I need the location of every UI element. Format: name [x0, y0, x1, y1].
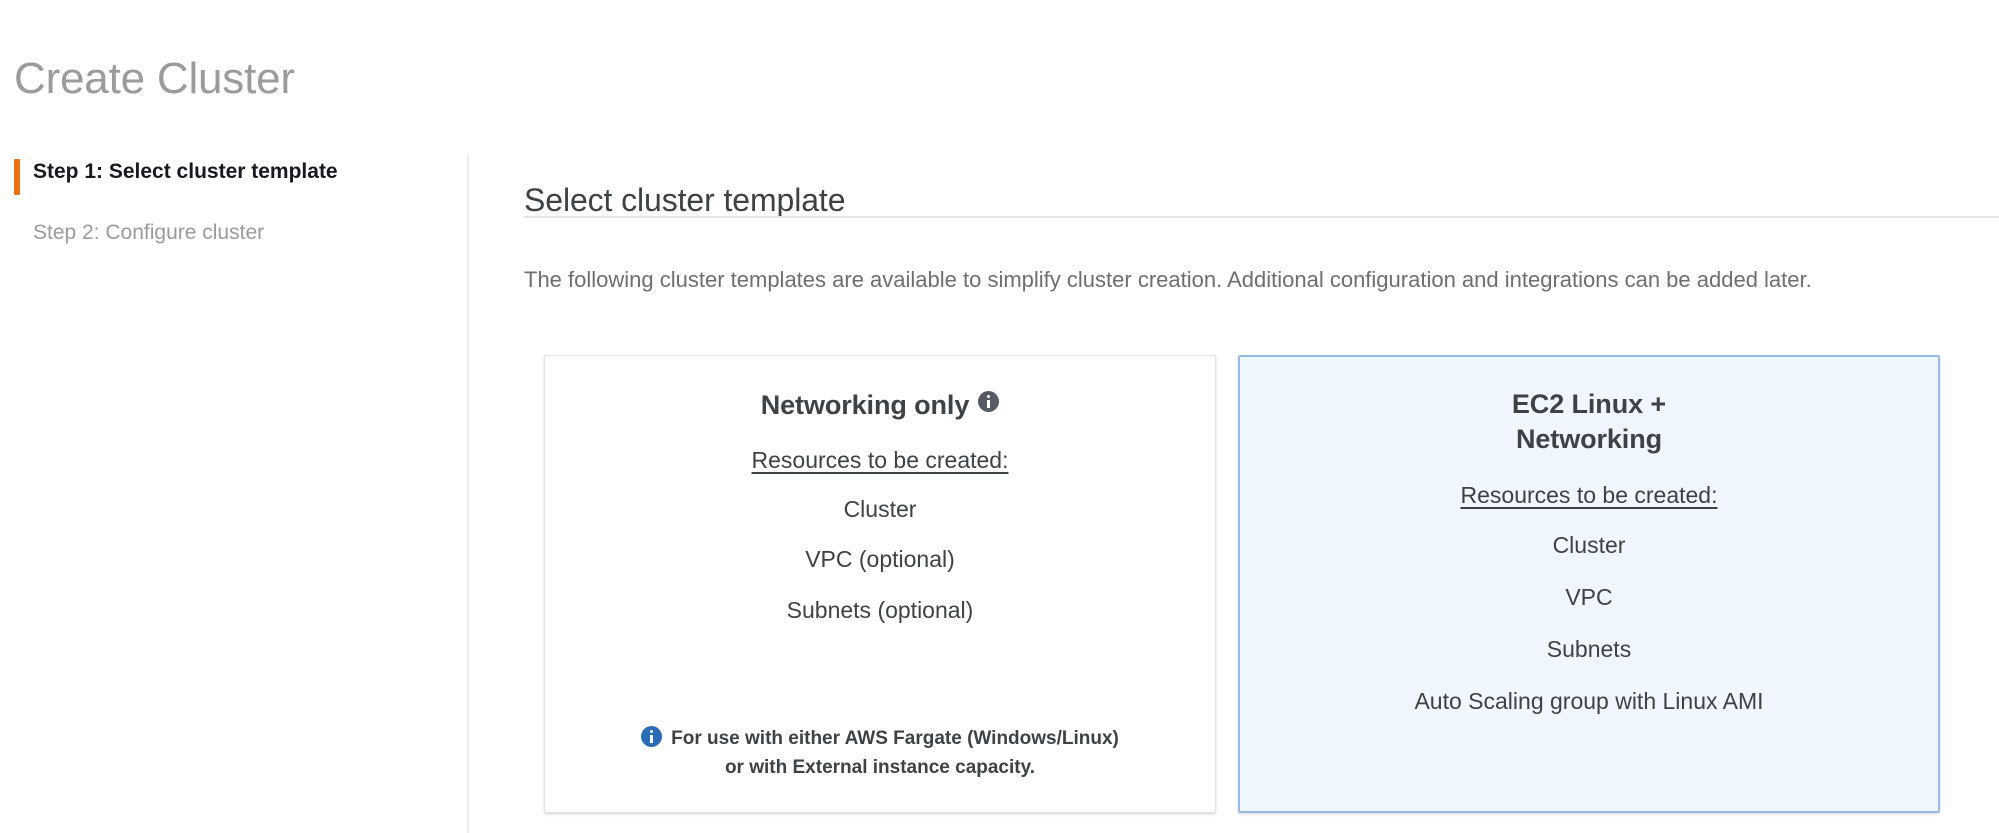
- step-1-label: Step 1: Select cluster template: [33, 160, 338, 183]
- vertical-divider: [467, 155, 469, 833]
- card-title-ec2-linux-networking: EC2 Linux + Networking: [1280, 387, 1898, 456]
- card-title-line-1: EC2 Linux +: [1511, 389, 1667, 419]
- card-title-line-2: Networking: [1515, 423, 1662, 454]
- step-2-label: Step 2: Configure cluster: [33, 221, 265, 245]
- section-description: The following cluster templates are avai…: [524, 267, 1812, 292]
- section-title: Select cluster template: [524, 181, 846, 218]
- template-card-networking-only[interactable]: Networking only Resources to be created:…: [544, 355, 1216, 813]
- info-icon[interactable]: [978, 391, 1000, 412]
- template-card-ec2-linux-networking[interactable]: EC2 Linux + Networking Resources to be c…: [1238, 355, 1940, 813]
- sidebar-item-step-1[interactable]: Step 1: Select cluster template: [0, 158, 468, 195]
- card-title-text: Networking only: [760, 390, 970, 420]
- resource-item: Cluster: [843, 495, 917, 522]
- resource-item: Subnets: [1546, 635, 1632, 662]
- resource-item: VPC (optional): [805, 546, 955, 573]
- card-note-line-1: For use with either AWS Fargate (Windows…: [671, 728, 1119, 749]
- resource-item: VPC: [1565, 583, 1613, 610]
- resource-item: Auto Scaling group with Linux AMI: [1414, 687, 1764, 714]
- card-note-line-2: or with External instance capacity.: [724, 756, 1036, 778]
- wizard-step-nav: Step 1: Select cluster template Step 2: …: [0, 150, 468, 833]
- card-note-networking-only: For use with either AWS Fargate (Windows…: [581, 725, 1179, 782]
- page-title: Create Cluster: [14, 54, 295, 104]
- resource-item: Subnets (optional): [786, 597, 974, 624]
- card-title-networking-only: Networking only: [585, 388, 1175, 423]
- sidebar-item-step-2[interactable]: Step 2: Configure cluster: [0, 219, 468, 246]
- resources-label: Resources to be created:: [1460, 482, 1718, 509]
- active-step-marker: [14, 159, 20, 195]
- info-icon-blue: [641, 726, 663, 747]
- resource-item: Cluster: [1552, 532, 1626, 559]
- section-divider: [524, 216, 1999, 218]
- resources-label: Resources to be created:: [751, 446, 1009, 473]
- main-content: Select cluster template The following cl…: [524, 0, 1999, 833]
